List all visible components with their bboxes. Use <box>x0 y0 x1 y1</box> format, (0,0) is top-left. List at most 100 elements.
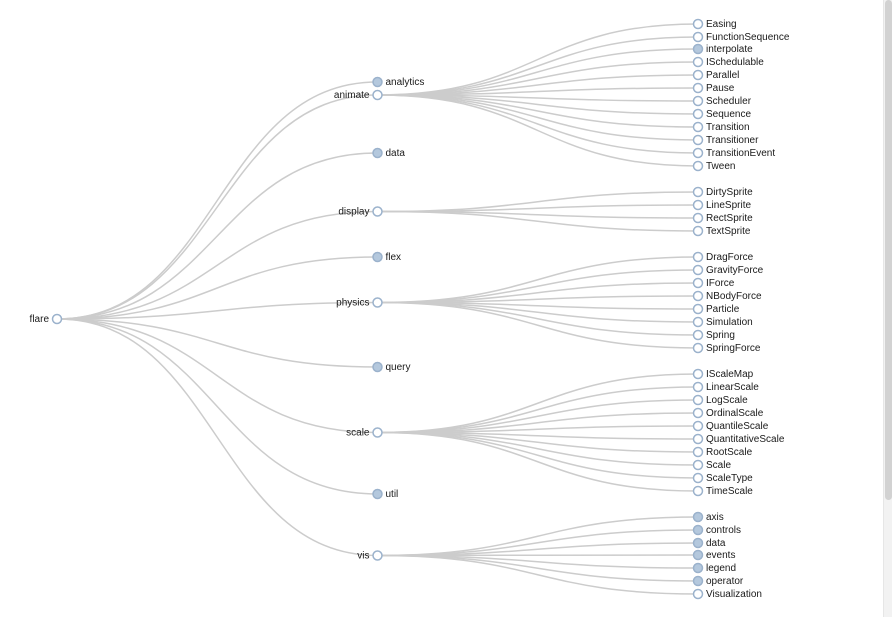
tree-link-flare-scale <box>56 318 378 434</box>
tree-link-flare-util <box>56 318 378 495</box>
tree-node-circle-GravityForce[interactable] <box>692 264 704 276</box>
tree-node-LogScale: LogScale <box>692 394 748 406</box>
tree-node-Transitioner: Transitioner <box>692 134 759 146</box>
tree-node-circle-SpringForce[interactable] <box>692 342 704 354</box>
tree-node-circle-interpolate[interactable] <box>692 43 704 55</box>
tree-node-TimeScale: TimeScale <box>692 485 753 497</box>
tree-node-circle-Sequence[interactable] <box>692 108 704 120</box>
tree-node-label-controls: controls <box>706 525 741 536</box>
tree-node-circle-FunctionSequence[interactable] <box>692 31 704 43</box>
tree-node-label-TimeScale: TimeScale <box>706 486 753 497</box>
tree-link-display-LineSprite <box>377 204 699 213</box>
tree-node-label-query: query <box>386 362 411 373</box>
tree-node-circle-Parallel[interactable] <box>692 69 704 81</box>
tree-node-circle-NBodyForce[interactable] <box>692 290 704 302</box>
tree-node-circle-ScaleType[interactable] <box>692 472 704 484</box>
tree-node-circle-Transition[interactable] <box>692 121 704 133</box>
tree-node-circle-vis[interactable] <box>372 550 383 561</box>
tree-node-circle-LogScale[interactable] <box>692 394 704 406</box>
tree-node-circle-OrdinalScale[interactable] <box>692 407 704 419</box>
tree-node-label-OrdinalScale: OrdinalScale <box>706 408 764 419</box>
tree-node-Sequence: Sequence <box>692 108 751 120</box>
tree-node-analytics: analytics <box>372 76 425 88</box>
tree-node-circle-QuantitativeScale[interactable] <box>692 433 704 445</box>
tree-node-label-legend: legend <box>706 563 736 574</box>
tree-node-Scale: Scale <box>692 459 731 471</box>
tree-node-circle-data[interactable] <box>372 147 383 159</box>
tree-node-label-TransitionEvent: TransitionEvent <box>706 148 775 159</box>
tree-node-circle-analytics[interactable] <box>372 76 383 88</box>
tree-link-animate-Tween <box>377 94 699 167</box>
tree-link-animate-TransitionEvent <box>377 94 699 154</box>
tree-node-circle-LineSprite[interactable] <box>692 199 704 211</box>
tree-link-scale-Scale <box>377 431 699 466</box>
tree-link-flare-animate <box>56 94 378 320</box>
tree-link-animate-Transitioner <box>377 94 699 141</box>
tree-link-flare-display <box>56 210 378 320</box>
tree-node-circle-Pause[interactable] <box>692 82 704 94</box>
tree-node-circle-IForce[interactable] <box>692 277 704 289</box>
tree-node-circle-ISchedulable[interactable] <box>692 56 704 68</box>
tree-node-circle-Spring[interactable] <box>692 329 704 341</box>
tree-node-circle-Tween[interactable] <box>692 160 704 172</box>
tree-node-label-Pause: Pause <box>706 83 735 94</box>
tree-node-circle-DirtySprite[interactable] <box>692 186 704 198</box>
tree-node-circle-flex[interactable] <box>372 251 383 263</box>
tree-node-flare: flare <box>30 313 63 325</box>
tree-node-circle-legend[interactable] <box>692 562 704 574</box>
tree-node-circle-util[interactable] <box>372 488 383 500</box>
tree-node-circle-RootScale[interactable] <box>692 446 704 458</box>
tree-node-label-flex: flex <box>386 252 402 263</box>
tree-node-QuantitativeScale: QuantitativeScale <box>692 433 785 445</box>
tree-node-circle-physics[interactable] <box>372 297 383 308</box>
tree-node-label-display: display <box>338 207 369 218</box>
tree-node-circle-Visualization[interactable] <box>692 588 704 600</box>
tree-link-flare-vis <box>56 318 378 557</box>
tree-node-scale: scale <box>346 427 383 439</box>
tree-node-circle-Simulation[interactable] <box>692 316 704 328</box>
tree-link-scale-TimeScale <box>377 431 699 492</box>
tree-node-RectSprite: RectSprite <box>692 212 753 224</box>
tree-node-circle-operator[interactable] <box>692 575 704 587</box>
tree-node-circle-TransitionEvent[interactable] <box>692 147 704 159</box>
tree-node-label-ISchedulable: ISchedulable <box>706 57 764 68</box>
vertical-scrollbar-track[interactable] <box>883 0 892 617</box>
tree-node-label-DirtySprite: DirtySprite <box>706 187 753 198</box>
tree-node-circle-animate[interactable] <box>372 89 383 101</box>
tree-node-circle-QuantileScale[interactable] <box>692 420 704 432</box>
tree-node-circle-query[interactable] <box>372 361 383 373</box>
tree-node-circle-Scale[interactable] <box>692 459 704 471</box>
tree-node-Parallel: Parallel <box>692 69 739 81</box>
tree-node-circle-data[interactable] <box>692 537 704 549</box>
tree-node-label-SpringForce: SpringForce <box>706 343 761 354</box>
tree-node-circle-IScaleMap[interactable] <box>692 368 704 380</box>
tree-node-label-analytics: analytics <box>386 77 425 88</box>
tree-node-circle-TimeScale[interactable] <box>692 485 704 497</box>
tree-node-circle-display[interactable] <box>372 206 383 217</box>
tree-node-circle-flare[interactable] <box>51 313 63 325</box>
tree-node-label-NBodyForce: NBodyForce <box>706 291 762 302</box>
tree-node-circle-controls[interactable] <box>692 524 704 536</box>
tree-node-TransitionEvent: TransitionEvent <box>692 147 775 159</box>
tree-node-circle-RectSprite[interactable] <box>692 212 704 224</box>
tree-node-query: query <box>372 361 411 373</box>
tree-node-vis: vis <box>357 550 383 562</box>
tree-node-label-IForce: IForce <box>706 278 735 289</box>
tree-node-circle-LinearScale[interactable] <box>692 381 704 393</box>
tree-link-flare-data <box>56 152 378 320</box>
tree-node-label-RootScale: RootScale <box>706 447 753 458</box>
vertical-scrollbar-thumb[interactable] <box>885 0 892 500</box>
tree-node-circle-Particle[interactable] <box>692 303 704 315</box>
tree-node-circle-Scheduler[interactable] <box>692 95 704 107</box>
tree-node-label-flare: flare <box>30 314 50 325</box>
tree-node-circle-Easing[interactable] <box>692 18 704 30</box>
tree-link-animate-FunctionSequence <box>377 36 699 96</box>
tree-node-LinearScale: LinearScale <box>692 381 759 393</box>
tree-node-data: data <box>692 537 726 549</box>
tree-node-circle-DragForce[interactable] <box>692 251 704 263</box>
tree-node-circle-axis[interactable] <box>692 511 704 523</box>
tree-node-circle-scale[interactable] <box>372 427 383 438</box>
tree-node-circle-events[interactable] <box>692 549 704 561</box>
tree-node-circle-Transitioner[interactable] <box>692 134 704 146</box>
tree-node-circle-TextSprite[interactable] <box>692 225 704 237</box>
